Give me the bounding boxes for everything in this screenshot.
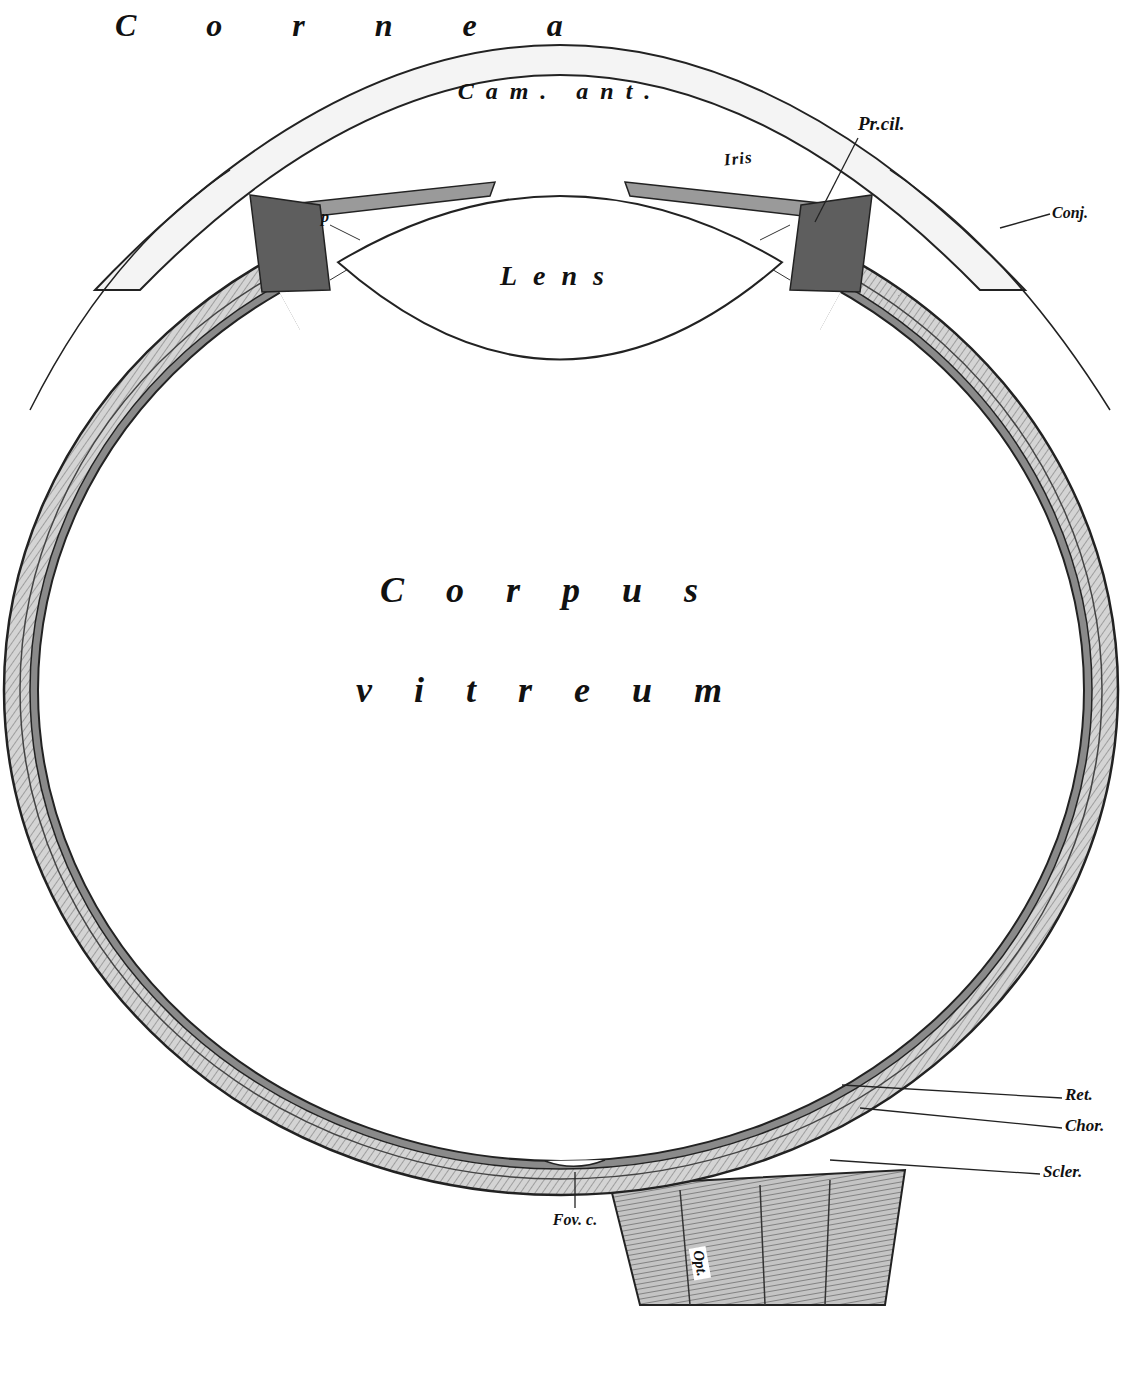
- structure-name: Fov. c.: [553, 1211, 597, 1229]
- structure-name: Corpus vitreum: [270, 540, 850, 740]
- lens-label: Lens: [500, 261, 620, 292]
- lens-shape: [338, 196, 782, 359]
- optic-nerve: [610, 1170, 905, 1305]
- structure-name: Chor.: [1065, 1117, 1104, 1136]
- structure-name: Iris: [723, 149, 753, 171]
- structure-name: Conj.: [1052, 204, 1088, 222]
- eye-wall: [4, 185, 1118, 1195]
- structure-name: Cornea: [115, 8, 633, 43]
- structure-name: Ret.: [1065, 1086, 1093, 1105]
- structure-name: Pr.cil.: [858, 114, 904, 135]
- structure-name: Scler.: [1043, 1163, 1082, 1182]
- callout-letter: p: [321, 208, 329, 226]
- fovea: [545, 1160, 605, 1166]
- structure-name: Cam. ant.: [458, 78, 663, 104]
- lens: Lens: [335, 190, 785, 362]
- conjunctiva: [30, 170, 1110, 410]
